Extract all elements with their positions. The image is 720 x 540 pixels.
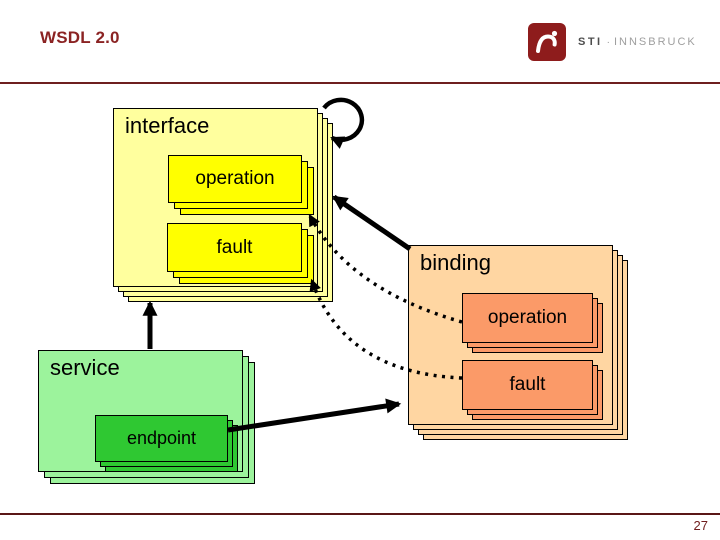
header-rule [0, 82, 720, 84]
binding-fault-box: fault [462, 360, 603, 420]
interface-operation-label: operation [195, 168, 275, 189]
sti-logo-icon [528, 23, 566, 61]
interface-operation-face: operation [168, 155, 302, 203]
interface-operation-box: operation [168, 155, 314, 215]
interface-fault-face: fault [167, 223, 302, 272]
logo-secondary-text: INNSBRUCK [613, 36, 697, 48]
page-number: 27 [693, 518, 708, 533]
runner-glyph-icon [536, 30, 558, 53]
interface-fault-box: fault [167, 223, 314, 284]
endpoint-face: endpoint [95, 415, 228, 462]
binding-operation-box: operation [462, 293, 603, 353]
endpoint-label: endpoint [126, 428, 197, 448]
interface-label: interface [125, 113, 210, 138]
binding-operation-face: operation [462, 293, 593, 343]
binding-label: binding [420, 250, 491, 275]
binding-fault-label: fault [509, 374, 546, 395]
sti-logo: STI · INNSBRUCK [528, 22, 697, 62]
endpoint-box: endpoint [95, 415, 238, 472]
logo-separator: · [606, 36, 610, 48]
interface-fault-label: fault [216, 236, 253, 258]
binding-operation-label: operation [487, 307, 568, 328]
footer-rule [0, 513, 720, 515]
binding-fault-face: fault [462, 360, 593, 410]
logo-primary-text: STI [578, 36, 603, 48]
wsdl-structure-diagram: interface operation fault binding [0, 84, 720, 513]
sti-logo-text: STI · INNSBRUCK [578, 36, 697, 48]
service-label: service [50, 355, 120, 380]
page-title: WSDL 2.0 [40, 28, 120, 47]
